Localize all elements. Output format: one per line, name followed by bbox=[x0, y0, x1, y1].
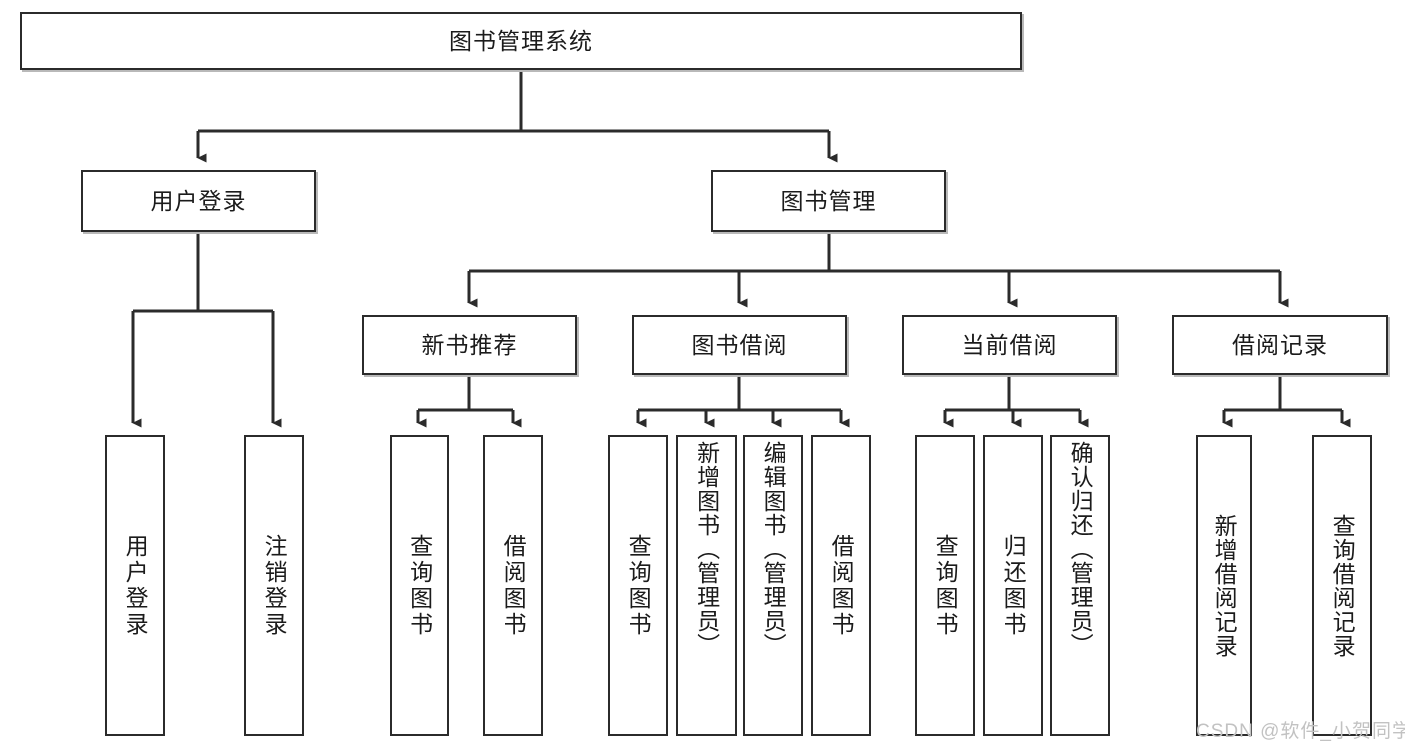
leaf-node[interactable]: 借阅图书 bbox=[811, 435, 871, 736]
branch-node[interactable]: 新书推荐 bbox=[362, 315, 577, 375]
leaf-node[interactable]: 借阅图书 bbox=[483, 435, 543, 736]
node-label: 用户登录 bbox=[122, 533, 149, 638]
node-label: 借阅图书 bbox=[828, 533, 855, 638]
node-label: 借阅图书 bbox=[500, 533, 527, 638]
watermark-text: CSDN @软件_小贺同学 bbox=[1196, 721, 1405, 742]
leaf-node[interactable]: 新增借阅记录 bbox=[1196, 435, 1252, 736]
branch-node[interactable]: 借阅记录 bbox=[1172, 315, 1388, 375]
leaf-node[interactable]: 新增图书（管理员） bbox=[676, 435, 737, 736]
leaf-node[interactable]: 查询图书 bbox=[390, 435, 449, 736]
node-label: 查询借阅记录 bbox=[1329, 513, 1356, 658]
node-label: 查询图书 bbox=[932, 533, 959, 638]
node-label: 归还图书 bbox=[1000, 533, 1027, 638]
node-label: 用户登录 bbox=[150, 187, 247, 214]
branch-node[interactable]: 图书借阅 bbox=[632, 315, 847, 375]
node-label: 新增借阅记录 bbox=[1211, 513, 1238, 658]
node-label: 当前借阅 bbox=[961, 331, 1058, 358]
node-label: 图书管理系统 bbox=[449, 27, 593, 54]
node-label: 确认归还（管理员） bbox=[1067, 441, 1094, 657]
branch-node[interactable]: 图书管理 bbox=[711, 170, 946, 232]
leaf-node[interactable]: 查询借阅记录 bbox=[1312, 435, 1372, 736]
node-label: 图书借阅 bbox=[691, 331, 788, 358]
node-label: 查询图书 bbox=[406, 533, 433, 638]
node-label: 查询图书 bbox=[625, 533, 652, 638]
leaf-node[interactable]: 编辑图书（管理员） bbox=[743, 435, 803, 736]
leaf-node[interactable]: 查询图书 bbox=[608, 435, 668, 736]
node-label: 新书推荐 bbox=[421, 331, 518, 358]
branch-node[interactable]: 用户登录 bbox=[81, 170, 316, 232]
node-label: 编辑图书（管理员） bbox=[760, 441, 787, 657]
leaf-node[interactable]: 归还图书 bbox=[983, 435, 1043, 736]
branch-node[interactable]: 当前借阅 bbox=[902, 315, 1117, 375]
root-node[interactable]: 图书管理系统 bbox=[20, 12, 1022, 70]
node-label: 图书管理 bbox=[780, 187, 877, 214]
leaf-node[interactable]: 用户登录 bbox=[105, 435, 165, 736]
leaf-node[interactable]: 确认归还（管理员） bbox=[1050, 435, 1110, 736]
node-label: 新增图书（管理员） bbox=[693, 441, 720, 657]
node-label: 借阅记录 bbox=[1232, 331, 1328, 358]
leaf-node[interactable]: 查询图书 bbox=[915, 435, 975, 736]
node-label: 注销登录 bbox=[261, 533, 288, 638]
leaf-node[interactable]: 注销登录 bbox=[244, 435, 304, 736]
